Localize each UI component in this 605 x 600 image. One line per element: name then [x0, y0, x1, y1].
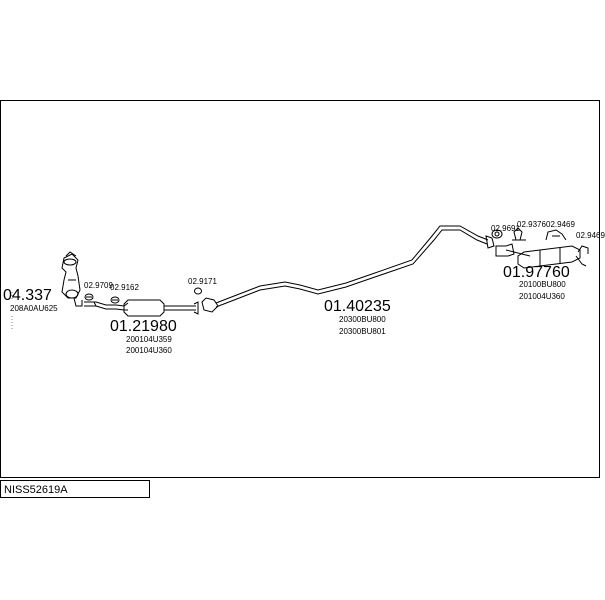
fitting-label-f4: 02.9691 — [491, 224, 520, 233]
mid-pipe-code-2: 20300BU801 — [339, 327, 386, 336]
hanger-f5-drawing — [512, 227, 526, 241]
fitting-label-f6: 02.9469 — [546, 220, 575, 229]
mid-pipe-part-number: 01.40235 — [324, 298, 391, 315]
reference-code: NISS52619A — [4, 484, 68, 496]
diagram-frame — [0, 100, 600, 478]
mid-pipe-code-1: 20300BU800 — [339, 315, 386, 324]
fitting-label-f5: 02.9376 — [517, 220, 546, 229]
rear-silencer-part-number: 01.97760 — [503, 264, 570, 281]
fitting-label-f2: 02.9162 — [110, 283, 139, 292]
front-pipe-code-1: 200104U359 — [126, 335, 172, 344]
hanger-f4-drawing — [491, 229, 503, 239]
front-pipe-drawing — [84, 299, 199, 317]
front-pipe-code-2: 200104U360 — [126, 346, 172, 355]
hanger-f6-drawing — [545, 229, 567, 241]
cat-part-number: 04.337 — [3, 287, 52, 304]
gasket-f3-drawing — [194, 287, 202, 295]
rear-silencer-code-1: 20100BU800 — [519, 280, 566, 289]
front-pipe-part-number: 01.21980 — [110, 318, 177, 335]
cat-code-1: 208A0AU625 — [10, 304, 58, 313]
rear-silencer-code-2: 201004U360 — [519, 292, 565, 301]
rear-silencer-drawing — [495, 243, 587, 269]
reference-box: NISS52619A — [0, 480, 150, 498]
fitting-label-f1: 02.9709 — [84, 281, 113, 290]
fitting-label-f7: 02.9469 — [576, 231, 605, 240]
clamp-f1-drawing — [84, 293, 94, 301]
clamp-f2-drawing — [110, 296, 120, 304]
middle-pipe-drawing — [201, 225, 495, 313]
hanger-f7-drawing — [577, 245, 589, 254]
catalytic-converter-drawing — [61, 251, 83, 307]
fitting-label-f3: 02.9171 — [188, 277, 217, 286]
